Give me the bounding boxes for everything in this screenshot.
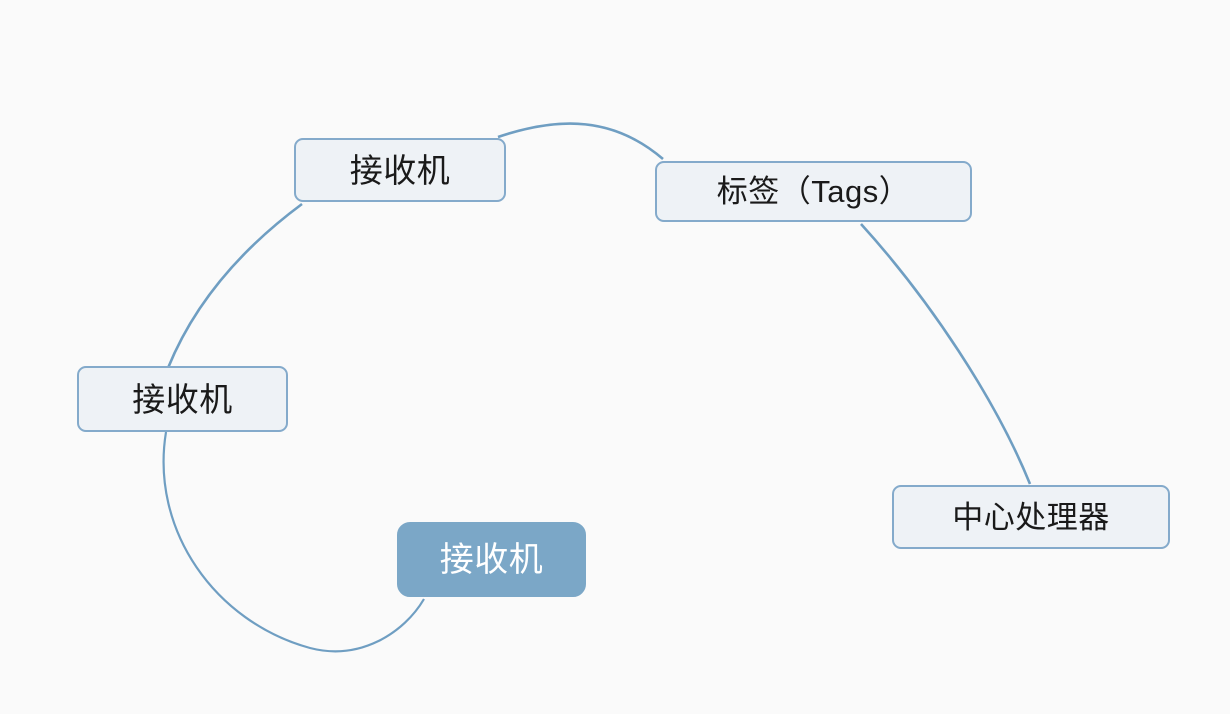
edge-top-to-tags[interactable] (497, 122, 664, 160)
node-receiver-left[interactable]: 接收机 (77, 366, 288, 432)
node-receiver-selected[interactable]: 接收机 (397, 522, 586, 597)
edge-top-to-left[interactable] (166, 202, 303, 369)
node-label: 接收机 (349, 151, 451, 189)
node-tags[interactable]: 标签（Tags） (655, 161, 972, 222)
edge-left-to-selected[interactable] (162, 431, 425, 653)
node-label: 中心处理器 (952, 499, 1110, 535)
edge-tags-to-processor[interactable] (860, 223, 1032, 485)
node-receiver-top[interactable]: 接收机 (294, 138, 506, 202)
node-label: 接收机 (439, 540, 544, 579)
node-central-processor[interactable]: 中心处理器 (892, 485, 1170, 549)
node-label: 标签（Tags） (716, 174, 911, 209)
node-label: 接收机 (132, 380, 233, 418)
